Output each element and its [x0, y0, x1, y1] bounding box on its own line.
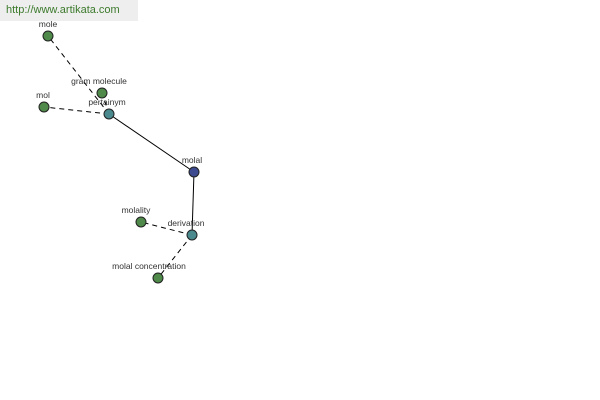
node-gram-molecule[interactable] [96, 87, 108, 99]
label-derivation[interactable]: derivation [168, 218, 205, 228]
edge-derivation-molal-concentration [157, 234, 193, 279]
label-mol[interactable]: mol [36, 90, 50, 100]
node-molal[interactable] [188, 166, 200, 178]
label-mole[interactable]: mole [39, 19, 58, 29]
edge-molal-pertainym [108, 113, 195, 173]
labels-layer: mole gram molecule mol pertainym molal molali… [36, 19, 205, 271]
node-mol[interactable] [38, 101, 50, 113]
node-mole[interactable] [42, 30, 54, 42]
node-molality[interactable] [135, 216, 147, 228]
label-molal[interactable]: molal [182, 155, 202, 165]
banner: http://www.artikata.com [0, 0, 138, 21]
node-derivation[interactable] [186, 229, 198, 241]
label-gram-molecule[interactable]: gram molecule [71, 76, 127, 86]
node-molal-concentration[interactable] [152, 272, 164, 284]
edge-pertainym-mole [47, 35, 110, 115]
label-pertainym[interactable]: pertainym [88, 97, 125, 107]
nodes-layer [38, 30, 200, 284]
edge-molal-derivation [191, 171, 195, 236]
node-pertainym[interactable] [103, 108, 115, 120]
edge-pertainym-mol [43, 106, 110, 115]
label-molal-concentration[interactable]: molal concentration [112, 261, 186, 271]
edges-layer [43, 35, 195, 279]
label-molality[interactable]: molality [122, 205, 152, 215]
site-url-link[interactable]: http://www.artikata.com [6, 4, 120, 16]
